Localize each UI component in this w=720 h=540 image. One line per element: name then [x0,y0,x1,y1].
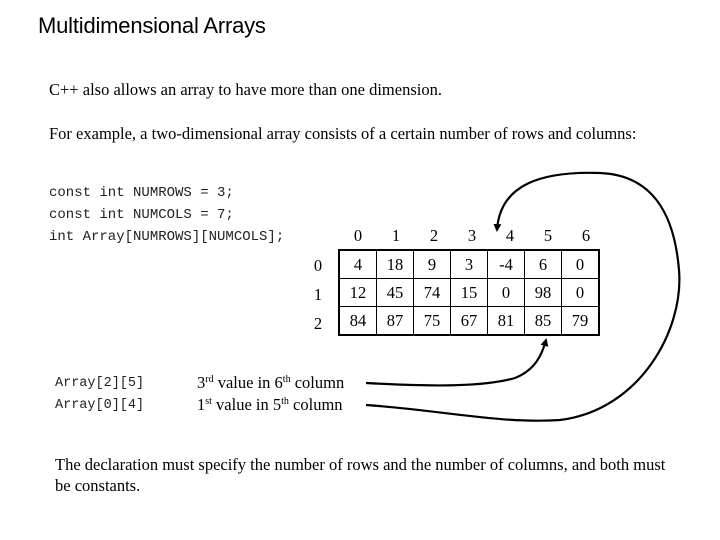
column-header: 4 [505,226,515,245]
column-header: 1 [391,226,401,245]
table-cell: 87 [376,306,414,336]
code-line: int Array[NUMROWS][NUMCOLS]; [49,229,285,245]
ordinal: 3 [197,373,206,392]
ordinal-suffix: st [205,396,212,407]
row-header: 1 [313,285,323,304]
table-cell: 75 [413,306,451,336]
array-table: 4 18 9 3 -4 6 0 12 45 74 15 0 98 0 84 87… [338,249,600,336]
column-suffix: th [281,396,289,407]
table-cell: 3 [450,249,488,279]
table-cell: 9 [413,249,451,279]
table-cell: 74 [413,278,451,307]
table-cell: 98 [524,278,562,307]
description-tail: column [290,373,345,392]
table-cell: 18 [376,249,414,279]
table-cell: 67 [450,306,488,336]
column-header: 5 [543,226,553,245]
description-mid: value in 5 [211,395,282,414]
example-text: For example, a two-dimensional array con… [49,124,637,143]
table-cell: 6 [524,249,562,279]
access-code: Array[0][4] [55,398,145,413]
slide-title: Multidimensional Arrays [38,13,266,38]
table-cell: 45 [376,278,414,307]
arrow-to-cell-2-5-icon [365,338,549,387]
ordinal-suffix: rd [205,374,214,385]
column-header: 2 [429,226,439,245]
column-suffix: th [282,374,291,385]
access-description: 1st value in 5th column [197,395,343,415]
table-cell: 15 [450,278,488,307]
access-code: Array[2][5] [55,376,145,391]
table-cell: 0 [487,278,525,307]
table-cell: 84 [338,306,377,336]
code-line: const int NUMROWS = 3; [49,185,234,201]
table-cell: 12 [338,278,377,307]
table-row: 84 87 75 67 81 85 79 [338,306,600,336]
column-header: 3 [467,226,477,245]
row-header: 2 [313,314,323,333]
table-row: 4 18 9 3 -4 6 0 [338,249,600,279]
table-cell: 0 [561,249,600,279]
column-header: 6 [581,226,591,245]
description-mid: value in 6 [213,373,283,392]
table-cell: -4 [487,249,525,279]
column-header: 0 [353,226,363,245]
access-description: 3rd value in 6th column [197,373,344,393]
description-tail: column [288,395,343,414]
table-cell: 0 [561,278,600,307]
table-cell: 79 [561,306,600,336]
table-cell: 4 [338,249,377,279]
table-cell: 81 [487,306,525,336]
intro-text: C++ also allows an array to have more th… [49,80,442,99]
table-cell: 85 [524,306,562,336]
conclusion-text: The declaration must specify the number … [55,455,666,495]
table-row: 12 45 74 15 0 98 0 [338,278,600,307]
row-header: 0 [313,256,323,275]
code-line: const int NUMCOLS = 7; [49,207,234,223]
ordinal: 1 [197,395,206,414]
